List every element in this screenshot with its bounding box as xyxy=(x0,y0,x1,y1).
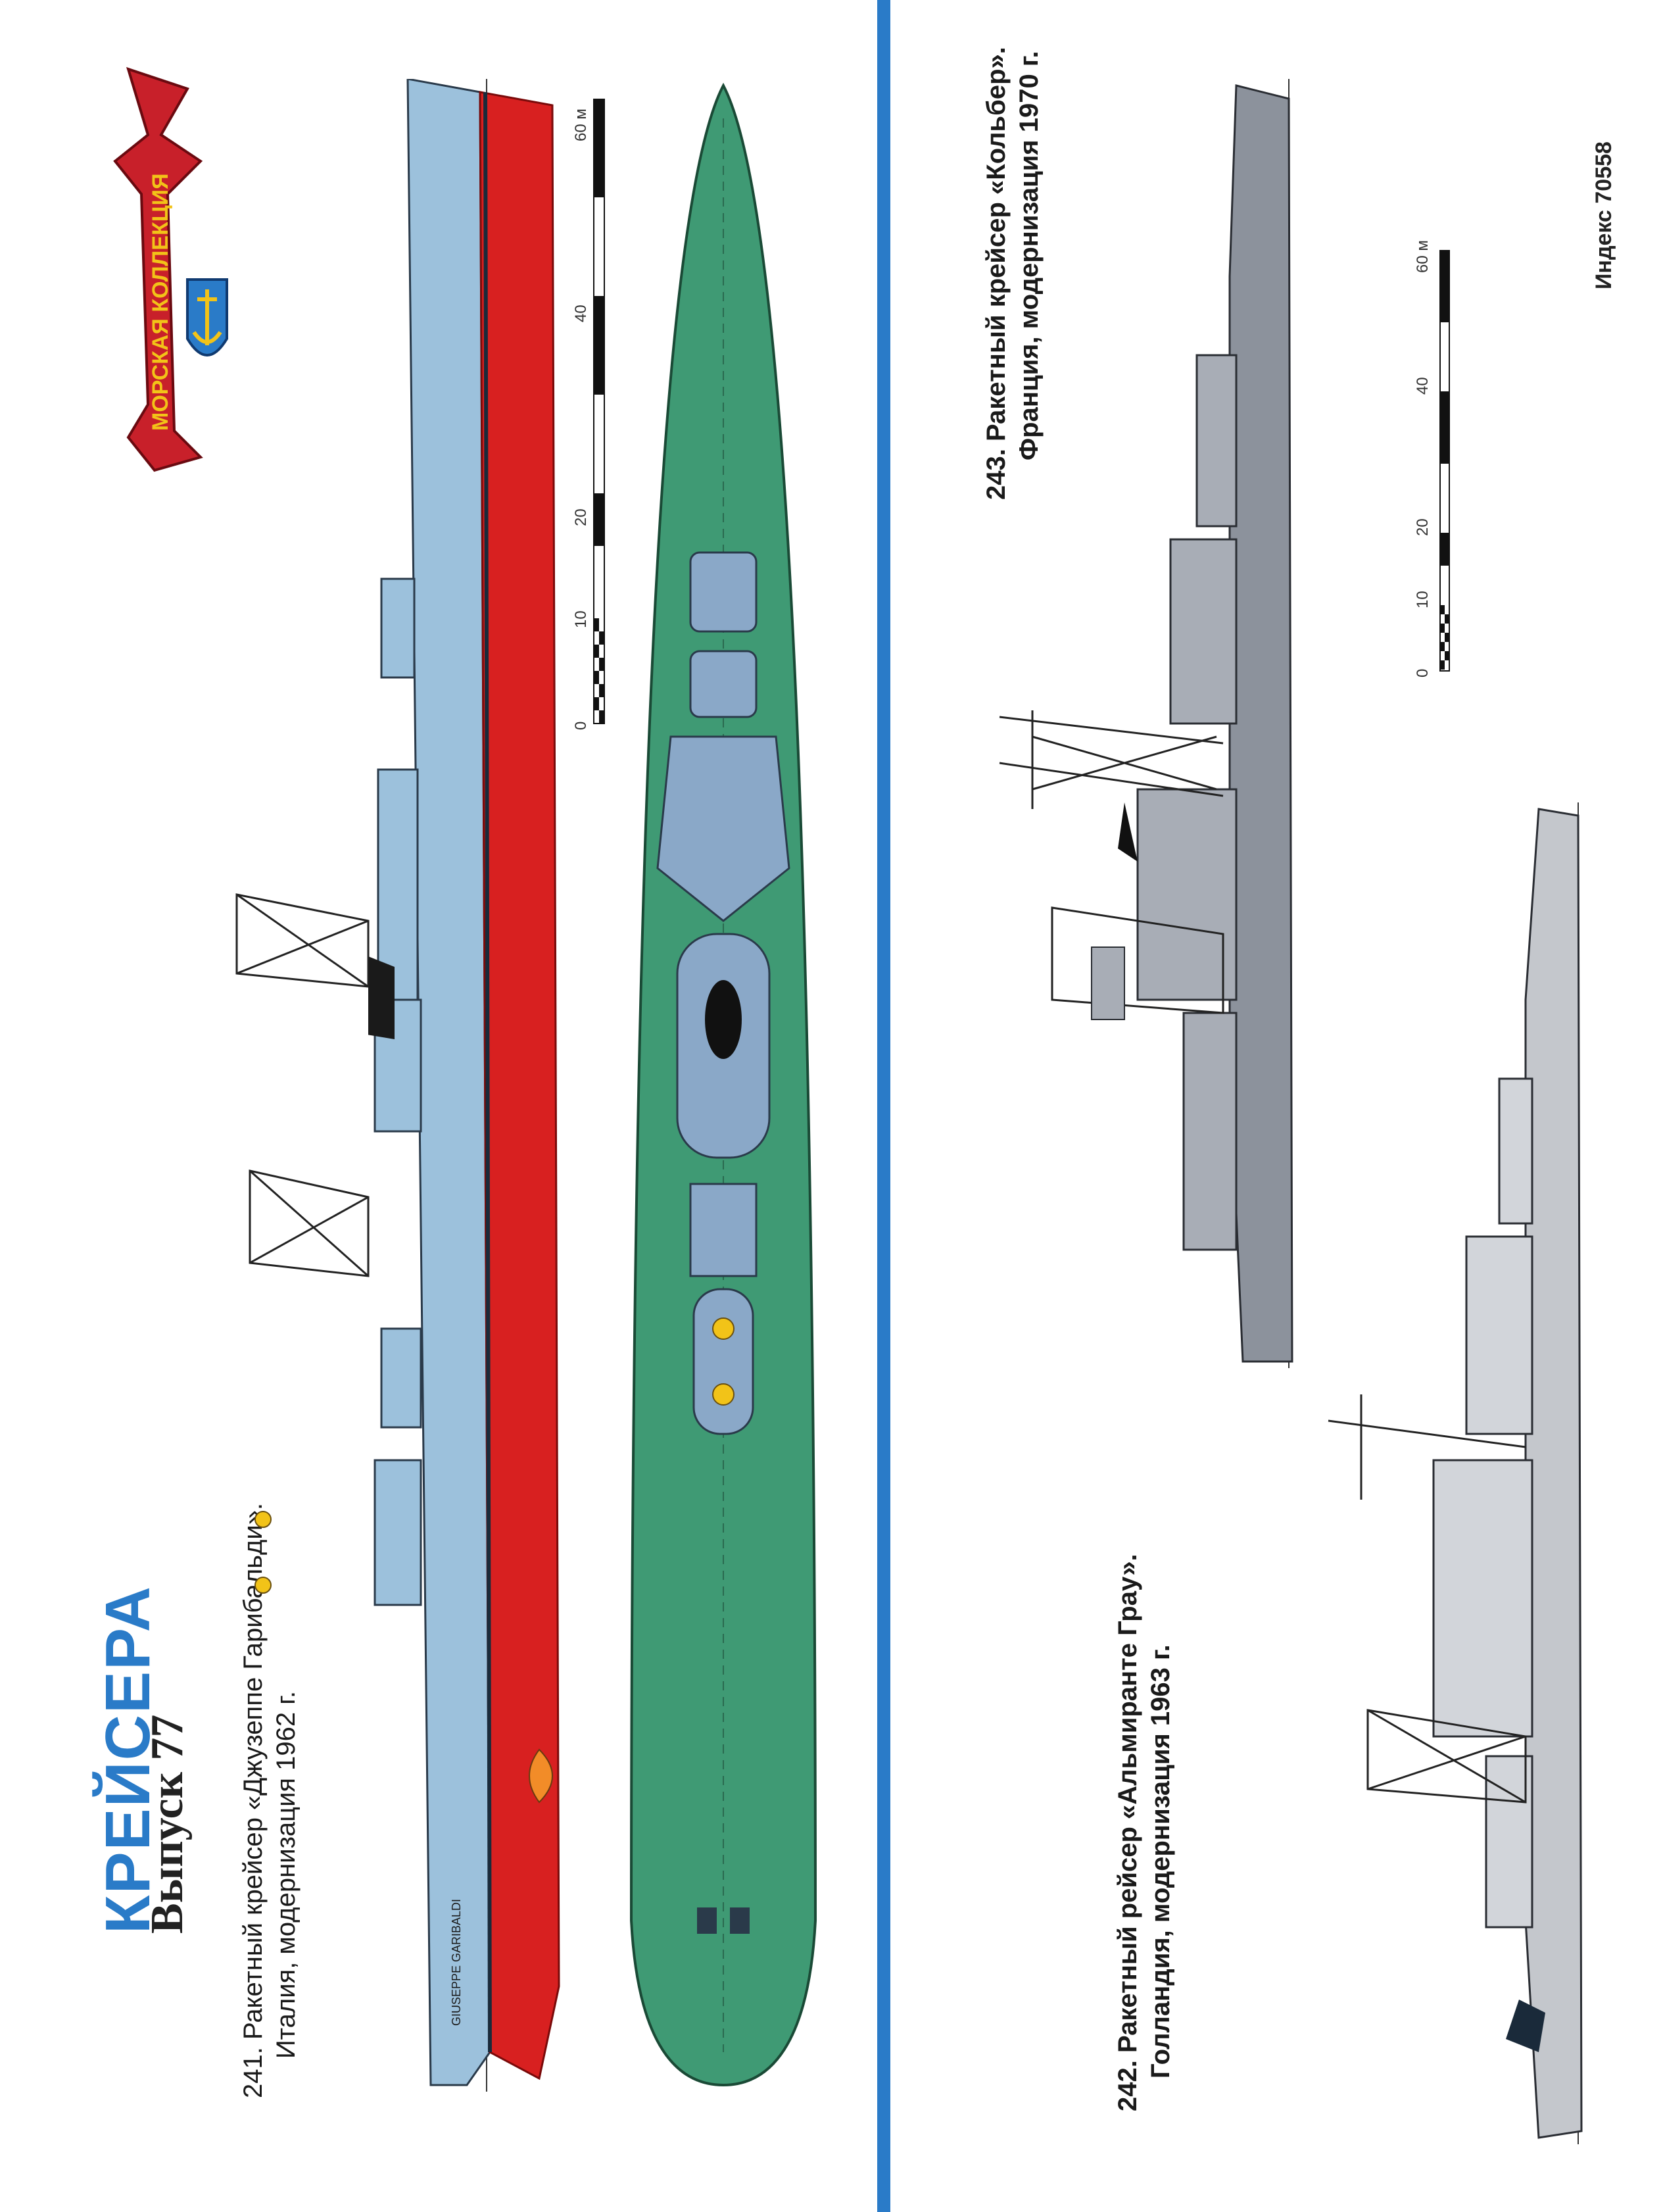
issue-number: Выпуск 77 xyxy=(142,1714,193,1934)
ship242-caption: 242. Ракетный рейсер «Альмиранте Грау». … xyxy=(1111,1554,1177,2111)
ship241-hull-name: GIUSEPPE GARIBALDI xyxy=(450,1899,463,2026)
scale-right-tick-10: 10 xyxy=(1414,591,1432,608)
scale-left-tick-40: 40 xyxy=(572,305,590,322)
scale-right-tick-20: 20 xyxy=(1414,518,1432,536)
postal-index: Индекс 70558 xyxy=(1591,141,1616,289)
anchor-icon xyxy=(192,289,222,345)
ship241-masts xyxy=(224,855,381,1710)
scale-right-tick-40: 40 xyxy=(1414,377,1432,395)
logo-text-graphic: МОРСКАЯ КОЛЛЕКЦИЯ xyxy=(148,173,173,431)
scale-left-tick-0: 0 xyxy=(572,721,590,730)
scale-bar-left xyxy=(556,98,608,730)
scale-left-tick-60: 60 м xyxy=(572,109,590,141)
scale-right-tick-0: 0 xyxy=(1414,668,1432,677)
publisher-logo: МОРСКАЯ КОЛЛЕКЦИЯ xyxy=(89,62,233,483)
ship241-plan-view xyxy=(618,79,829,2092)
ship241-side-profile: GIUSEPPE GARIBALDI xyxy=(355,78,566,2092)
scale-right-tick-60: 60 м xyxy=(1414,240,1432,273)
ship243-side-profile xyxy=(921,79,1315,1368)
ship242-helicopter-icon xyxy=(1506,2000,1545,2052)
scale-left-tick-20: 20 xyxy=(572,508,590,526)
ship242-side-profile xyxy=(1302,802,1598,2144)
ship242-caption-line1: 242. Ракетный рейсер «Альмиранте Грау». xyxy=(1113,1554,1142,2111)
scale-left-tick-10: 10 xyxy=(572,610,590,628)
page-divider xyxy=(877,0,890,2212)
ship242-caption-line2: Голландия, модернизация 1963 г. xyxy=(1146,1644,1175,2078)
scale-bar-right xyxy=(1434,249,1486,684)
